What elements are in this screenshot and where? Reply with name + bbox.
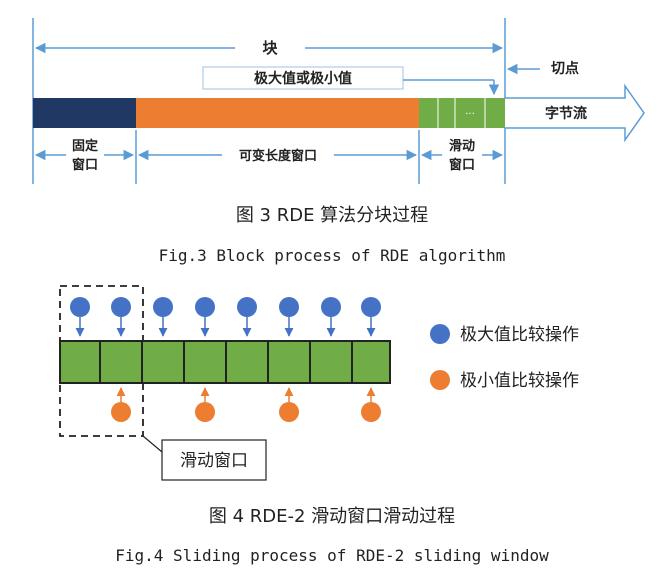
max-comparisons [70,297,381,337]
legend: 极大值比较操作 极小值比较操作 [430,324,579,391]
min-dot [111,402,131,422]
max-dot [237,297,257,317]
min-dot [361,402,381,422]
byte-stream-label: 字节流 [545,105,587,122]
block-1 [59,340,101,384]
legend-max-dot [430,324,450,344]
variable-window-label: 可变长度窗口 [239,148,317,164]
sliding-window-callout [142,435,163,453]
min-comparisons [111,387,381,422]
sliding-window-label-1: 滑动 [449,138,475,154]
fixed-window-bar [33,98,136,128]
max-dot [195,297,215,317]
figure-3: 块 极大值或极小值 切点 ··· 字节流 固定 窗口 可变长度窗口 滑动 窗口 [32,18,645,184]
fixed-window-label-2: 窗口 [72,157,98,173]
byte-stream-arrow [505,83,645,143]
min-dot [279,402,299,422]
figure-4: 滑动窗口 [59,285,579,481]
max-dot [361,297,381,317]
block-8 [351,340,391,384]
max-dot [279,297,299,317]
fig3-caption-en: Fig.3 Block process of RDE algorithm [158,246,506,265]
extreme-label-box [202,66,404,90]
fig4-caption-zh: 图 4 RDE-2 滑动窗口滑动过程 [208,506,456,527]
extreme-label: 极大值或极小值 [254,70,352,87]
block-3 [141,340,185,384]
legend-min-dot [430,370,450,390]
fig3-caption-zh: 图 3 RDE 算法分块过程 [235,205,429,226]
block-7 [309,340,353,384]
block-6 [267,340,311,384]
min-dot [195,402,215,422]
sliding-window-label-box [161,439,267,481]
legend-min-label: 极小值比较操作 [460,371,579,391]
max-dot [111,297,131,317]
max-dot [321,297,341,317]
sliding-window-bar [419,98,505,128]
block-label: 块 [262,39,278,57]
block-5 [225,340,269,384]
sliding-window-label: 滑动窗口 [180,451,248,471]
fig4-caption-en: Fig.4 Sliding process of RDE-2 sliding w… [115,546,549,565]
variable-window-bar [136,98,419,128]
block-2 [99,340,143,384]
legend-max-label: 极大值比较操作 [460,325,579,345]
cut-point-label: 切点 [551,60,579,77]
sliding-ellipsis: ··· [465,109,475,120]
max-dot [153,297,173,317]
fixed-window-label-1: 固定 [72,138,98,154]
max-dot [70,297,90,317]
sliding-window-label-2: 窗口 [449,157,475,173]
block-row [59,340,391,384]
block-4 [183,340,227,384]
